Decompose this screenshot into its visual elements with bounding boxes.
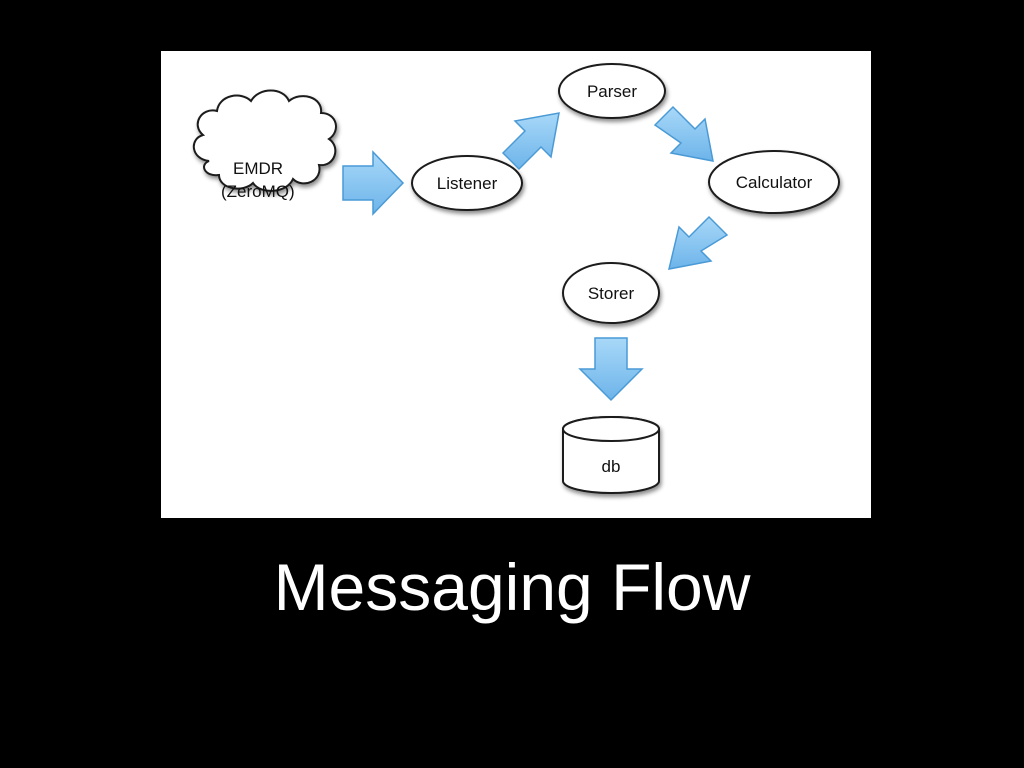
emdr-label-line2: (ZeroMQ) bbox=[221, 182, 295, 201]
diagram-panel: EMDR (ZeroMQ) Listener Parser bbox=[161, 51, 871, 518]
db-label: db bbox=[602, 457, 621, 476]
calculator-label: Calculator bbox=[736, 173, 813, 192]
node-calculator bbox=[708, 150, 840, 214]
arrow-listener-to-parser bbox=[501, 112, 560, 171]
arrow-parser-to-calculator bbox=[653, 105, 714, 162]
node-listener bbox=[411, 155, 523, 211]
arrow-emdr-to-listener bbox=[342, 150, 405, 216]
node-storer bbox=[562, 262, 660, 324]
node-parser bbox=[558, 63, 666, 119]
storer-label: Storer bbox=[588, 284, 635, 303]
slide-title: Messaging Flow bbox=[273, 550, 751, 624]
arrow-calculator-to-storer bbox=[668, 215, 729, 270]
listener-label: Listener bbox=[437, 174, 498, 193]
node-emdr-zeromq bbox=[193, 89, 337, 192]
arrow-storer-to-db bbox=[578, 337, 644, 402]
node-db bbox=[562, 416, 660, 494]
flow-diagram: EMDR (ZeroMQ) Listener Parser bbox=[193, 63, 840, 494]
cloud-shape bbox=[193, 89, 337, 192]
parser-label: Parser bbox=[587, 82, 637, 101]
emdr-label-line1: EMDR bbox=[233, 159, 283, 178]
